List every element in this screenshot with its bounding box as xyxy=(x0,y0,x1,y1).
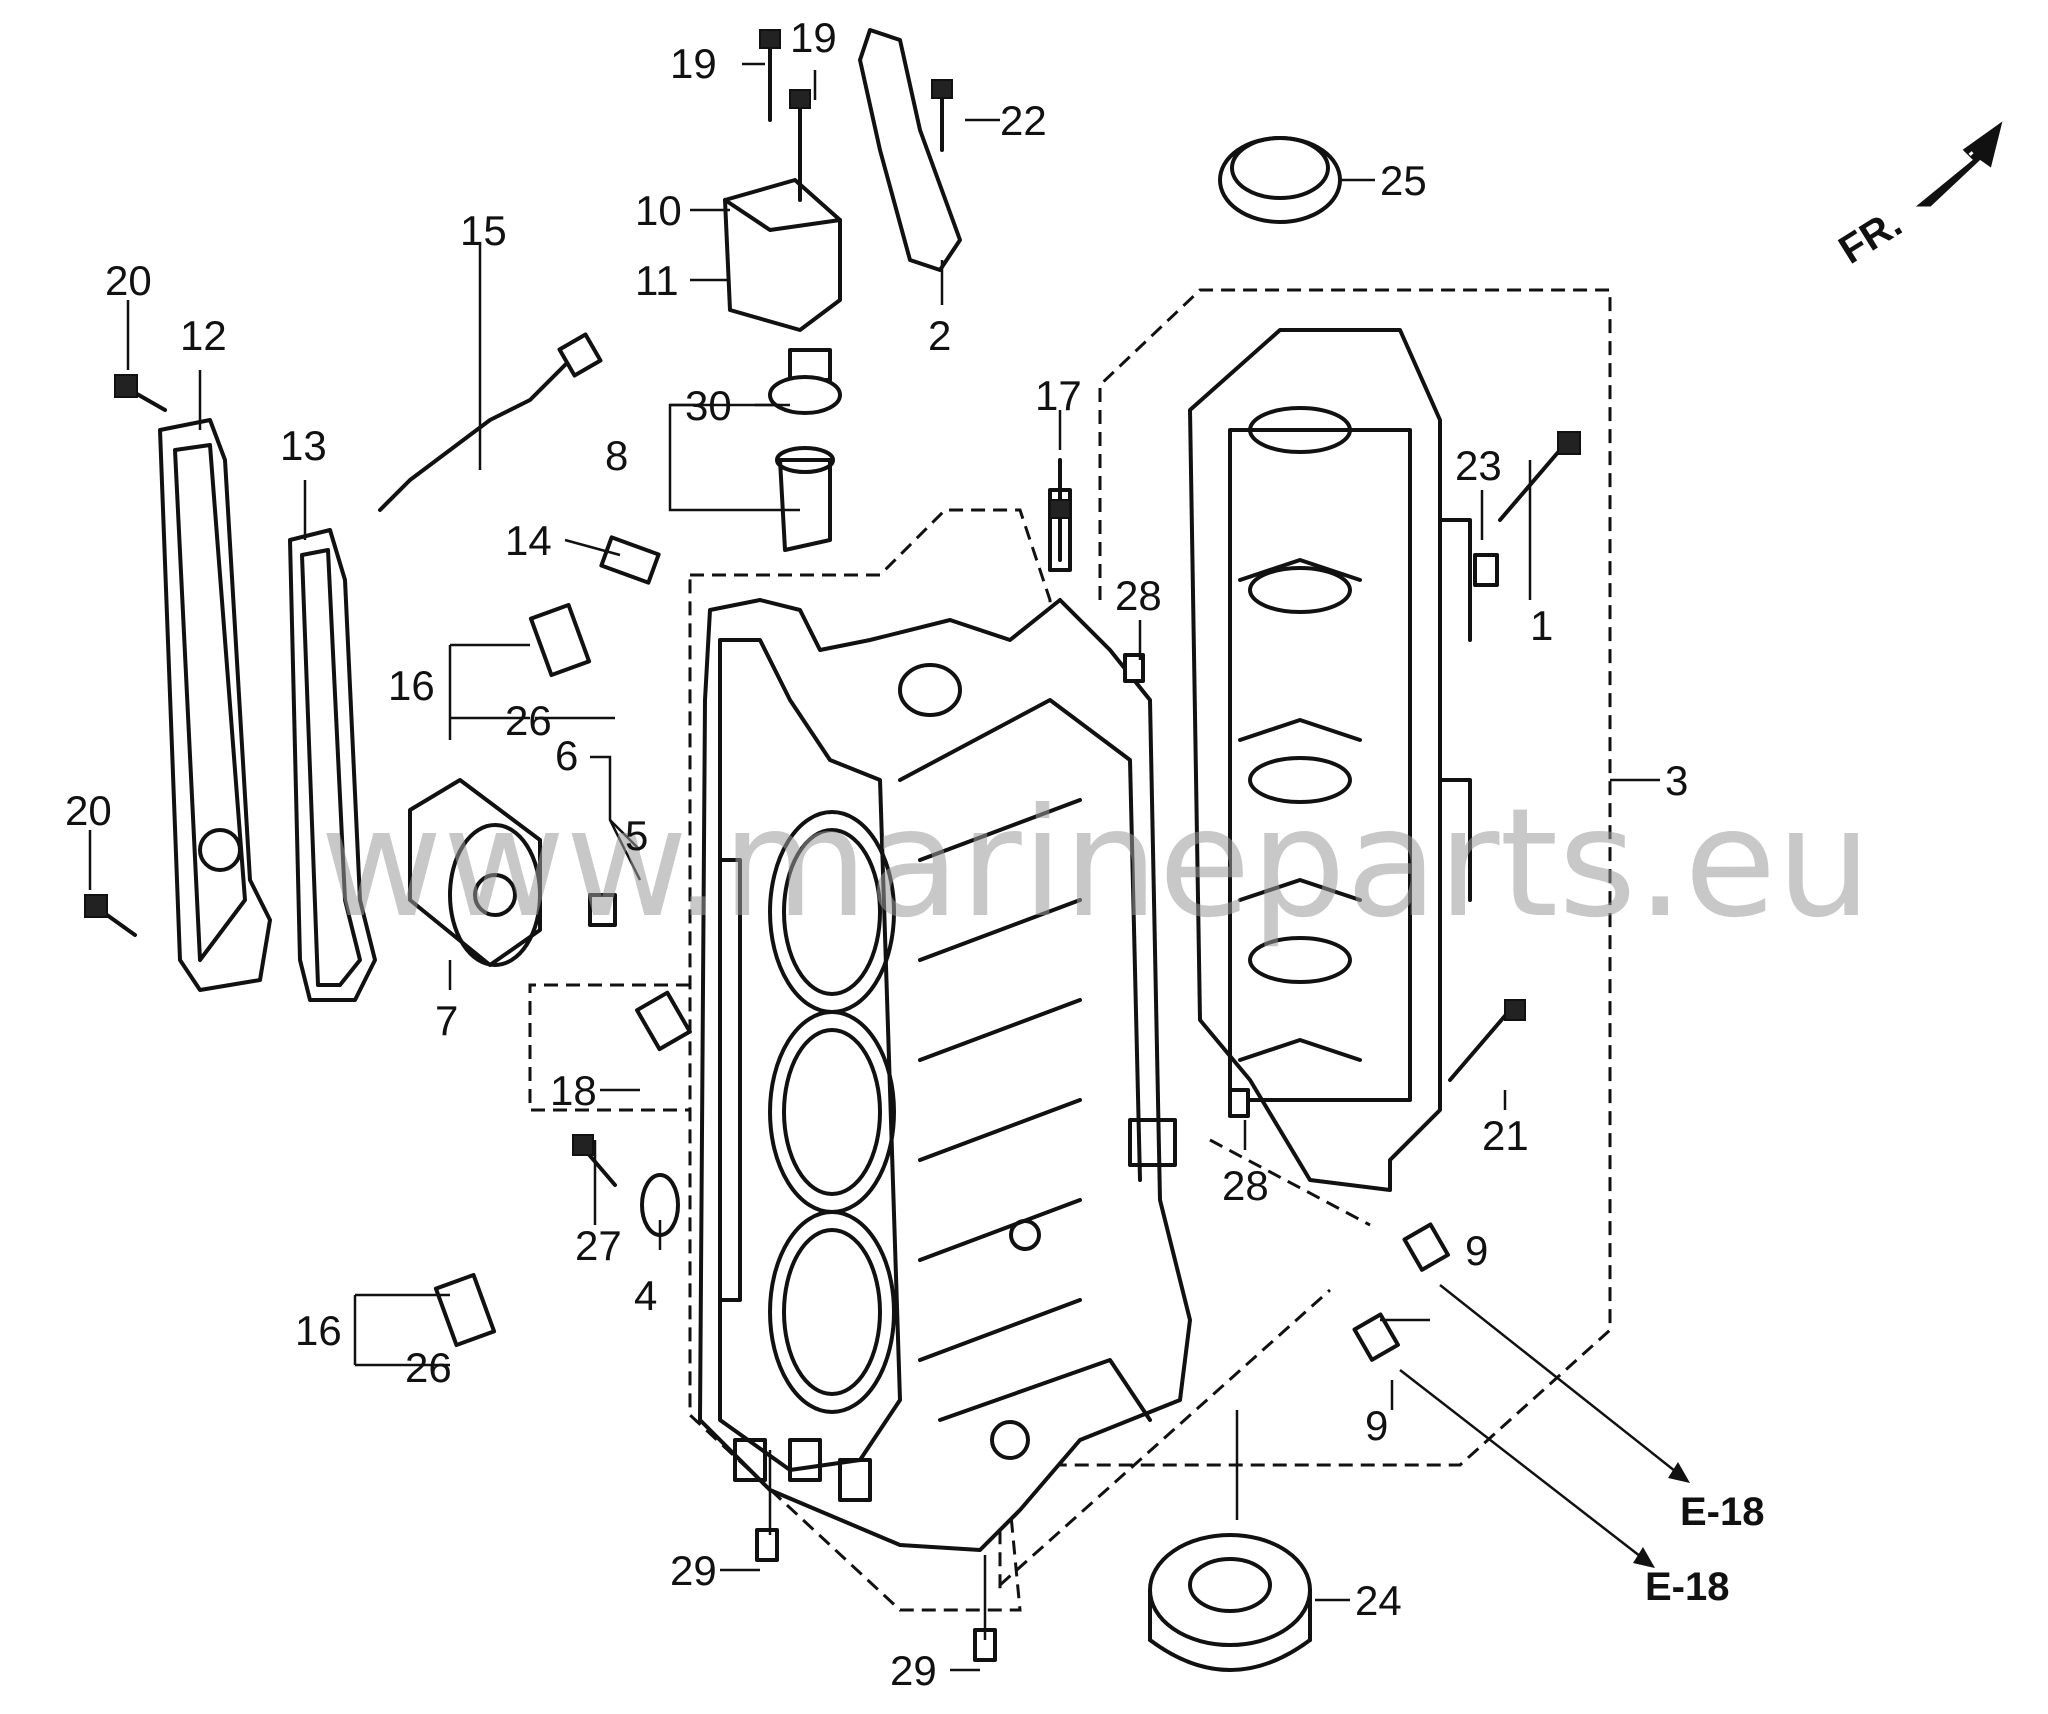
sensor-15 xyxy=(378,332,603,512)
callout-26a: 26 xyxy=(505,697,552,744)
callout-12: 12 xyxy=(180,312,227,359)
front-arrow-icon xyxy=(1915,121,2003,207)
callout-20b: 20 xyxy=(65,787,112,834)
callout-19a: 19 xyxy=(670,40,717,87)
callout-5: 5 xyxy=(625,812,648,859)
callout-labels: 1 2 3 4 5 6 7 8 9 9 10 11 12 13 14 15 16… xyxy=(65,14,1688,1694)
callout-29a: 29 xyxy=(670,1547,717,1594)
callout-13: 13 xyxy=(280,422,327,469)
oil-seal-25 xyxy=(1218,136,1342,224)
callout-30: 30 xyxy=(685,382,732,429)
callout-21: 21 xyxy=(1482,1112,1529,1159)
cover-gasket xyxy=(288,528,377,1002)
callout-18: 18 xyxy=(550,1067,597,1114)
callout-20a: 20 xyxy=(105,257,152,304)
assembly-outline-filter xyxy=(528,983,690,1112)
watermark-text: www.marineparts.eu xyxy=(320,777,1872,951)
callout-7: 7 xyxy=(435,997,458,1044)
callout-11: 11 xyxy=(635,257,679,304)
thermostat xyxy=(768,375,842,552)
callout-25: 25 xyxy=(1380,157,1427,204)
callout-2: 2 xyxy=(928,312,951,359)
bolt-icon xyxy=(84,29,1581,1187)
callout-28a: 28 xyxy=(1115,572,1162,619)
small-components xyxy=(433,488,1499,1662)
callout-14: 14 xyxy=(505,517,552,564)
leader-lines xyxy=(88,62,1660,1672)
callout-9b: 9 xyxy=(1365,1402,1388,1449)
callout-3: 3 xyxy=(1665,757,1688,804)
oil-filter xyxy=(408,778,542,967)
callout-28b: 28 xyxy=(1222,1162,1269,1209)
cylinder-block xyxy=(698,598,1192,1552)
reference-label-2: E-18 xyxy=(1645,1565,1730,1609)
callout-16b: 16 xyxy=(295,1307,342,1354)
callout-6: 6 xyxy=(555,732,578,779)
callout-8: 8 xyxy=(605,432,628,479)
callout-4: 4 xyxy=(634,1272,657,1319)
direction-label: FR. xyxy=(1831,201,1909,272)
callout-24: 24 xyxy=(1355,1577,1402,1624)
reference-arrows xyxy=(1399,1284,1690,1568)
crankcase xyxy=(1188,328,1472,1192)
bearing-24 xyxy=(1148,1533,1312,1672)
callout-23: 23 xyxy=(1455,442,1502,489)
assembly-outline-case xyxy=(998,288,1612,1590)
callout-26b: 26 xyxy=(405,1344,452,1391)
callout-9a: 9 xyxy=(1465,1227,1488,1274)
thermostat-cover xyxy=(723,178,842,382)
callout-10: 10 xyxy=(635,187,682,234)
callout-15: 15 xyxy=(460,207,507,254)
callout-17: 17 xyxy=(1035,372,1082,419)
bracket-2 xyxy=(858,28,962,272)
callout-1: 1 xyxy=(1530,602,1553,649)
callout-29b: 29 xyxy=(890,1647,937,1694)
callout-19b: 19 xyxy=(790,14,837,61)
reference-label-1: E-18 xyxy=(1680,1490,1765,1534)
callout-22: 22 xyxy=(1000,97,1047,144)
callout-27: 27 xyxy=(575,1222,622,1269)
cover-plate xyxy=(158,418,272,992)
callout-16a: 16 xyxy=(388,662,435,709)
